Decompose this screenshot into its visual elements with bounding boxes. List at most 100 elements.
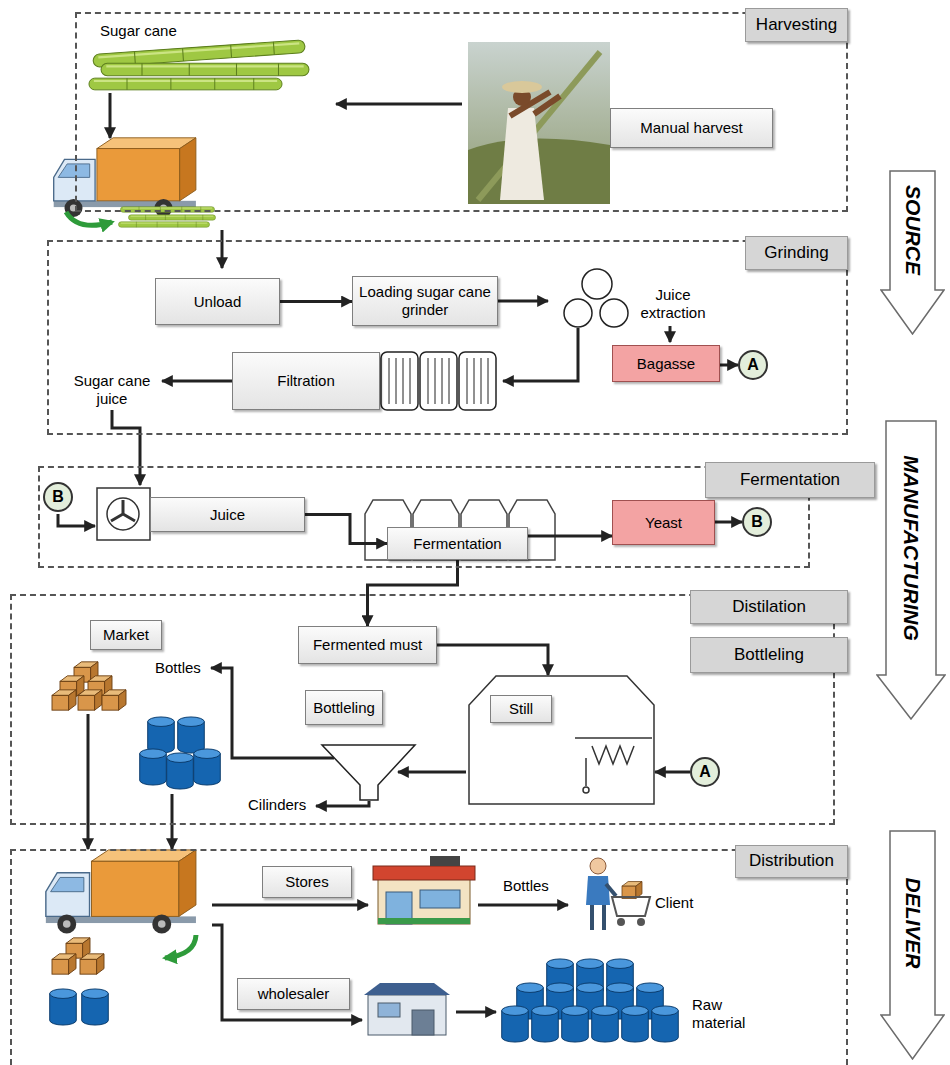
- annotation-label: Bottles: [155, 659, 201, 677]
- stage-tab: Bottleling: [690, 637, 848, 673]
- wholesale-icon: [378, 1003, 400, 1017]
- box-label: Fermented must: [313, 636, 422, 654]
- delivery-truck: [82, 989, 109, 1025]
- flow-arrow: [58, 514, 95, 526]
- client-figure: [586, 876, 610, 905]
- fermentation-tanks: [365, 500, 555, 560]
- stage-tab: Distilation: [690, 590, 848, 624]
- process-box: Juice: [150, 497, 305, 532]
- byproduct-box: Yeast: [612, 500, 715, 545]
- box-label: Unload: [194, 293, 242, 311]
- process-box: Filtration: [232, 352, 380, 410]
- annotation-label: Client: [655, 894, 693, 912]
- annotation-label: Raw material: [692, 996, 762, 1032]
- process-box: Bottleling: [305, 690, 383, 725]
- connector-circle: A: [738, 350, 768, 380]
- harvest-truck: [66, 212, 112, 225]
- connector-letter: A: [747, 355, 759, 374]
- delivery-truck: [52, 954, 76, 974]
- harvest-photo: [500, 108, 544, 200]
- byproduct-box: Bagasse: [612, 345, 720, 382]
- box-label: Fermentation: [413, 535, 501, 553]
- stage-title: Distilation: [732, 597, 806, 617]
- raw-material-drums: [652, 1006, 679, 1042]
- process-box: wholesaler: [237, 978, 350, 1010]
- label-holder: Bottles: [155, 659, 201, 677]
- cylinders-icon: [194, 749, 221, 785]
- delivery-truck: [50, 989, 77, 1025]
- box-label: Yeast: [645, 514, 682, 532]
- stage-title: Distribution: [749, 851, 834, 871]
- bottle-boxes-icon: [52, 690, 76, 710]
- raw-material-drums: [622, 1006, 649, 1042]
- cylinders-icon: [167, 753, 194, 789]
- client-figure: [592, 884, 616, 930]
- flow-arrow: [212, 904, 368, 907]
- flow-connector: [720, 364, 738, 367]
- process-box: Fermented must: [298, 626, 437, 664]
- client-figure: [622, 882, 642, 899]
- flow-arrow: [316, 801, 369, 806]
- annotation-label: Bottles: [503, 877, 549, 895]
- process-box: Loading sugar cane grinder: [352, 276, 498, 326]
- bottling-funnel: [322, 745, 415, 800]
- stage-panel: GrindingUnloadLoading sugar cane grinder…: [47, 240, 848, 435]
- stage-tab: Harvesting: [745, 8, 848, 42]
- cylinders-icon: [148, 717, 175, 753]
- label-holder: Sugar cane: [100, 22, 177, 40]
- phase-arrow: DELIVER: [880, 830, 945, 1060]
- filter-drums: [389, 358, 488, 404]
- still-coil: [585, 758, 587, 786]
- box-label: wholesaler: [258, 985, 330, 1003]
- still-coil: [592, 746, 634, 764]
- phase-arrow: SOURCE: [880, 170, 945, 335]
- grinder-rollers: [564, 299, 592, 327]
- store-icon: [430, 856, 460, 866]
- flow-arrow: [456, 1011, 496, 1014]
- flow-arrow: [398, 771, 466, 774]
- grinder-rollers: [600, 299, 628, 327]
- flow-arrow: [336, 103, 462, 106]
- grinder-rollers: [582, 269, 612, 299]
- connector-letter: B: [52, 487, 64, 506]
- delivery-truck: [165, 935, 196, 958]
- mixer-icon: [97, 488, 150, 540]
- label-holder: Client: [655, 894, 693, 912]
- arrow-outline: [881, 171, 944, 334]
- store-icon: [373, 866, 475, 880]
- still-outline: [469, 676, 654, 804]
- delivery-truck: [46, 850, 196, 1025]
- raw-material-drums: [502, 959, 679, 1042]
- flow-connector: [305, 515, 387, 544]
- process-box: Fermentation: [387, 527, 528, 560]
- arrow-outline: [881, 831, 944, 1059]
- bottle-boxes-icon: [102, 690, 126, 710]
- phase-name: SOURCE: [900, 185, 925, 275]
- flow-connector: [368, 560, 458, 626]
- still-coil: [583, 787, 589, 793]
- flow-arrow: [669, 326, 672, 342]
- filter-drums: [381, 352, 418, 410]
- box-label: Manual harvest: [640, 119, 743, 137]
- harvest-photo: [468, 42, 610, 204]
- harvest-photo: [502, 81, 542, 93]
- delivery-truck: [80, 954, 104, 974]
- wholesale-icon: [364, 983, 450, 1035]
- cylinders-icon: [140, 749, 167, 785]
- harvest-photo: [478, 52, 600, 200]
- still-apparatus: Still: [468, 675, 655, 805]
- box-label: Juice: [210, 506, 245, 524]
- box-label: Bottleling: [313, 699, 375, 717]
- sugar-cane-picture: [89, 78, 282, 90]
- bottle-boxes-icon: [52, 662, 126, 710]
- bottling-funnel: [322, 745, 415, 800]
- harvest-truck: [54, 138, 216, 227]
- client-figure: [612, 897, 650, 916]
- label-holder: Cilinders: [248, 796, 306, 814]
- stage-title: Bottleling: [734, 645, 804, 665]
- box-label: Loading sugar cane grinder: [358, 283, 492, 319]
- sugar-cane-picture: [101, 63, 309, 76]
- process-box: Market: [90, 620, 162, 650]
- client-figure: [617, 918, 625, 926]
